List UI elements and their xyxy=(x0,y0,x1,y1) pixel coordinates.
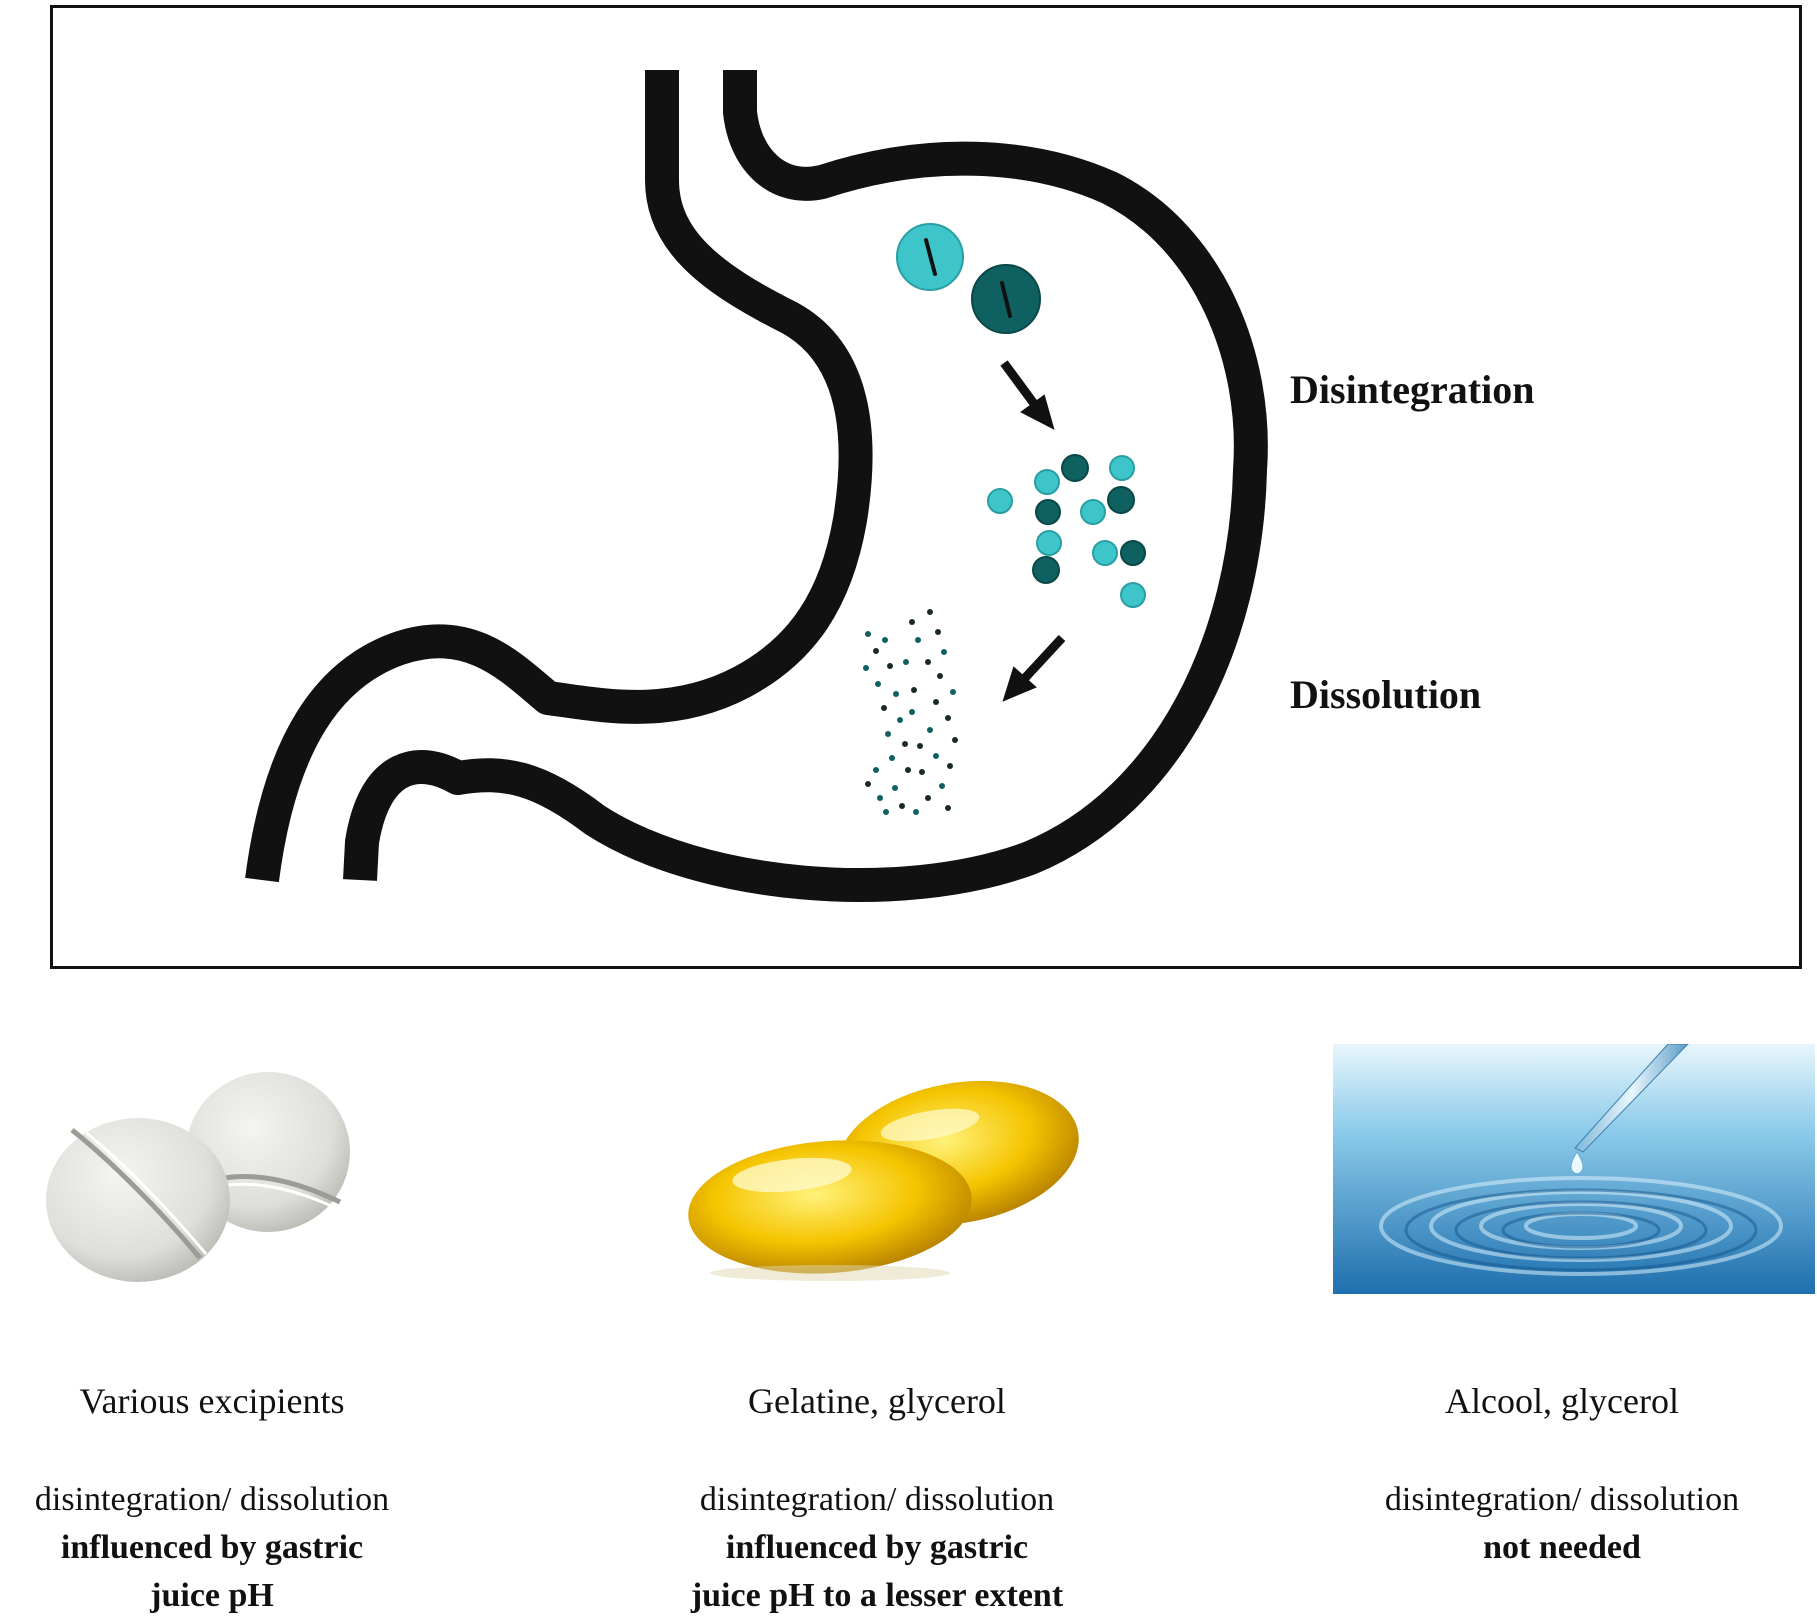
stomach-inner-wall xyxy=(343,70,1268,902)
tablet-influence-line-1: influenced by gastric xyxy=(60,1529,364,1567)
dissolution-label: Dissolution xyxy=(1290,672,1482,717)
disintegration-arrow-icon xyxy=(1000,360,1055,430)
dissolution-arrow-icon xyxy=(1002,634,1066,702)
capsule-process: disintegration/ dissolution xyxy=(699,1481,1055,1519)
capsule-influence-line-2: juice pH to a lesser extent xyxy=(690,1577,1064,1615)
whole-tablets xyxy=(896,223,1041,334)
tablet-icon xyxy=(46,1072,350,1282)
liquid-process: disintegration/ dissolution xyxy=(1384,1481,1740,1519)
stomach-diagram xyxy=(245,70,1268,902)
liquid-column: Alcool, glycerol disintegration/ dissolu… xyxy=(1302,1380,1817,1572)
tablet-column: Various excipients disintegration/ disso… xyxy=(0,1380,472,1620)
capsule-excipients: Gelatine, glycerol xyxy=(748,1381,1006,1421)
softgel-capsule-icon xyxy=(688,1080,1079,1281)
tablet-influence-line-2: juice pH xyxy=(150,1577,274,1615)
disintegrated-granules xyxy=(987,454,1146,608)
disintegration-label: Disintegration xyxy=(1290,367,1535,412)
capsule-column: Gelatine, glycerol disintegration/ disso… xyxy=(617,1380,1137,1620)
liquid-excipients: Alcool, glycerol xyxy=(1445,1381,1679,1421)
liquid-influence-line-1: not needed xyxy=(1483,1529,1641,1567)
tablet-process: disintegration/ dissolution xyxy=(34,1481,390,1519)
capsule-influence-line-1: influenced by gastric xyxy=(725,1529,1029,1567)
liquid-drop-icon xyxy=(1333,1044,1815,1294)
tablet-excipients: Various excipients xyxy=(79,1381,345,1421)
dissolved-molecules xyxy=(863,609,958,815)
stomach-outer-wall xyxy=(245,70,873,883)
